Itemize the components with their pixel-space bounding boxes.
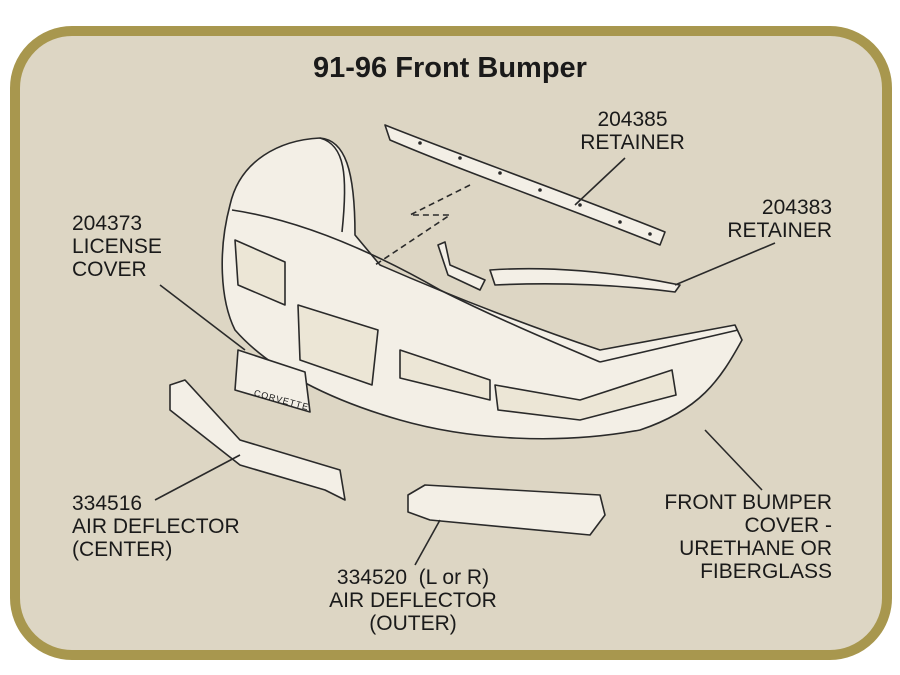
part-material: FIBERGLASS [700,560,832,583]
part-name: COVER [72,258,147,281]
part-number: 334520 (L or R) [336,566,490,589]
part-name: AIR DEFLECTOR [72,515,240,538]
page-title: 91-96 Front Bumper [313,52,587,84]
callout-334520: 334520 (L or R)AIR DEFLECTOR(OUTER) [313,566,513,635]
part-number: 204383 [761,196,832,219]
part-name: COVER - [744,514,832,537]
part-number: 334516 [72,492,143,515]
air-deflector-outer-334520 [407,484,606,536]
part-name: RETAINER [580,131,685,154]
part-name: AIR DEFLECTOR [329,589,497,612]
leader-lines [154,157,776,566]
retainer-204383 [489,267,681,293]
bracket [437,241,486,291]
part-number: 204373 [72,212,143,235]
part-number: 204385 [597,108,668,131]
part-name: RETAINER [727,219,832,242]
part-material: URETHANE OR [679,537,832,560]
dashed-guide-line [374,184,471,266]
license-cover-204373 [234,349,311,413]
front-bumper-cover [221,137,743,440]
part-name: (OUTER) [369,612,457,635]
air-deflector-center-334516 [169,379,346,501]
part-name: (CENTER) [72,538,173,561]
part-name: FRONT BUMPER [664,491,832,514]
part-name: LICENSE [72,235,162,258]
retainer-204385 [384,124,666,246]
